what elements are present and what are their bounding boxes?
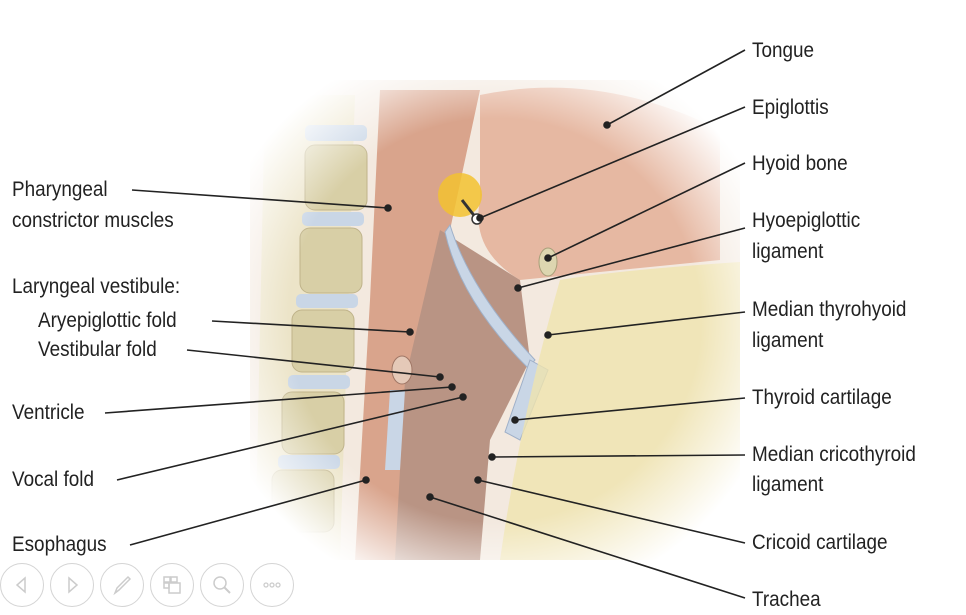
next-icon bbox=[68, 576, 79, 594]
label-laryngeal-vestibule: Laryngeal vestibule: bbox=[12, 275, 181, 298]
label-hyoepiglottic: Hyoepiglottic bbox=[752, 209, 861, 232]
pen-button[interactable] bbox=[100, 563, 144, 607]
leader-lines bbox=[104, 49, 746, 599]
illustration bbox=[250, 80, 740, 560]
slides-icon bbox=[163, 576, 181, 594]
pen-icon bbox=[113, 575, 132, 596]
label-median-cricothyroid: Median cricothyroid bbox=[752, 443, 916, 466]
label-hyoepiglottic-2: ligament bbox=[752, 240, 824, 263]
label-vestibular-fold: Vestibular fold bbox=[38, 338, 157, 361]
more-icon bbox=[263, 582, 281, 588]
more-button[interactable] bbox=[250, 563, 294, 607]
previous-icon bbox=[15, 576, 26, 594]
label-thyroid-cartilage: Thyroid cartilage bbox=[752, 386, 892, 409]
label-ventricle: Ventricle bbox=[12, 401, 85, 424]
label-median-thyrohyoid: Median thyrohyoid bbox=[752, 298, 907, 321]
previous-button[interactable] bbox=[0, 563, 44, 607]
label-aryepiglottic-fold: Aryepiglottic fold bbox=[38, 309, 177, 332]
label-esophagus: Esophagus bbox=[12, 533, 107, 556]
zoom-icon bbox=[213, 576, 231, 594]
label-median-thyrohyoid-2: ligament bbox=[752, 329, 824, 352]
label-pharyngeal-2: constrictor muscles bbox=[12, 209, 174, 232]
label-cricoid-cartilage: Cricoid cartilage bbox=[752, 531, 888, 554]
zoom-button[interactable] bbox=[200, 563, 244, 607]
label-epiglottis: Epiglottis bbox=[752, 96, 829, 119]
label-trachea: Trachea bbox=[752, 588, 821, 611]
label-tongue: Tongue bbox=[752, 39, 815, 62]
next-button[interactable] bbox=[50, 563, 94, 607]
slideshow-toolbar bbox=[0, 563, 294, 607]
label-vocal-fold: Vocal fold bbox=[12, 468, 94, 491]
label-median-cricothyroid-2: ligament bbox=[752, 473, 824, 496]
cursor-highlight bbox=[438, 173, 482, 217]
label-hyoid-bone: Hyoid bone bbox=[752, 152, 848, 175]
slides-button[interactable] bbox=[150, 563, 194, 607]
label-pharyngeal: Pharyngeal bbox=[12, 178, 108, 201]
